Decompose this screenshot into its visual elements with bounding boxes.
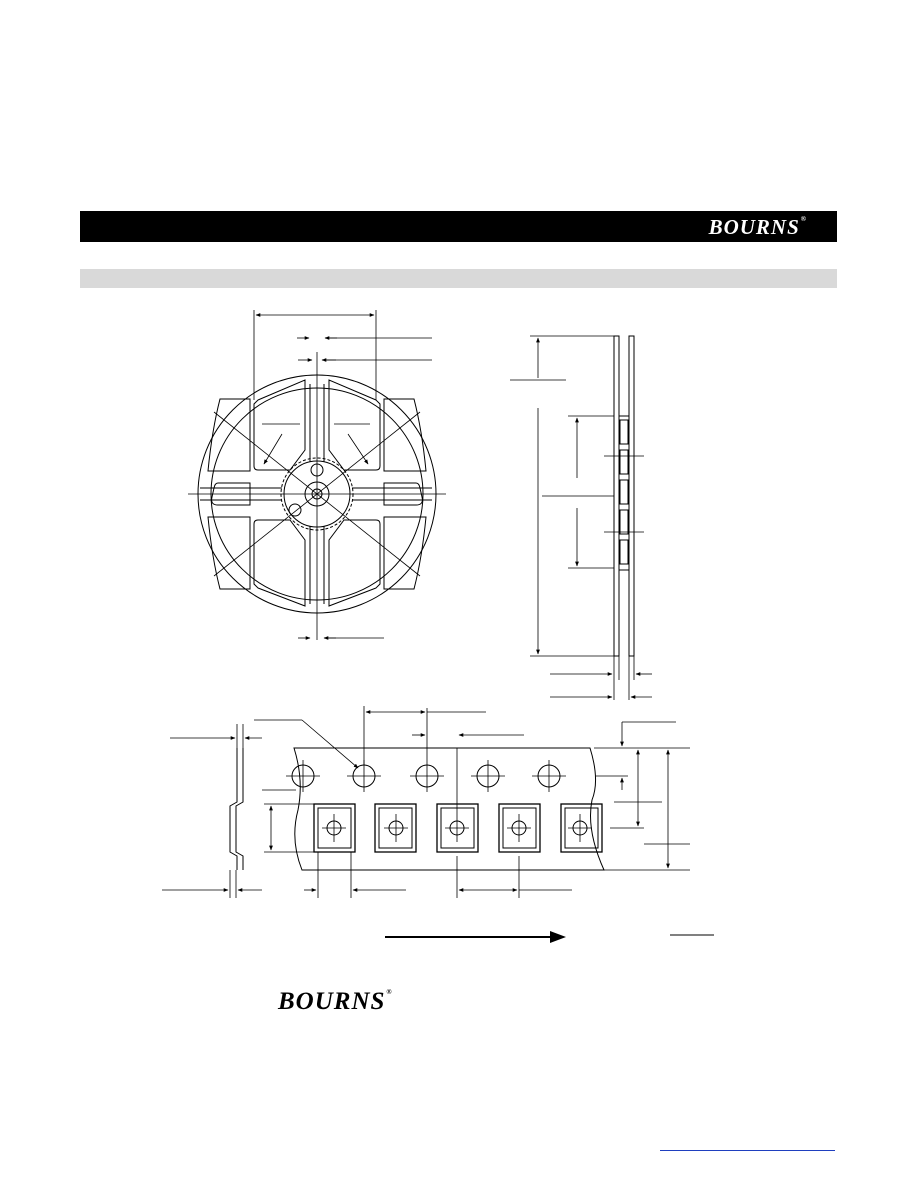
reel-front-view bbox=[188, 310, 446, 640]
header-brand-text: BOURNS bbox=[708, 215, 800, 239]
header-brand-logo: BOURNS® bbox=[709, 215, 807, 240]
carrier-tape-view bbox=[254, 706, 690, 898]
footer-brand-text: BOURNS bbox=[278, 988, 386, 1015]
section-title-bar bbox=[80, 269, 837, 288]
reel-side-view bbox=[510, 335, 652, 700]
footer-brand-mark: ® bbox=[386, 988, 393, 996]
header-brand-mark: ® bbox=[800, 215, 807, 223]
footer-brand-logo: BOURNS® bbox=[278, 988, 393, 1016]
header-bar: BOURNS® bbox=[80, 211, 837, 242]
tape-cross-section bbox=[162, 724, 262, 898]
feed-direction-arrow bbox=[385, 931, 566, 943]
footer-website-link[interactable] bbox=[660, 1138, 835, 1151]
